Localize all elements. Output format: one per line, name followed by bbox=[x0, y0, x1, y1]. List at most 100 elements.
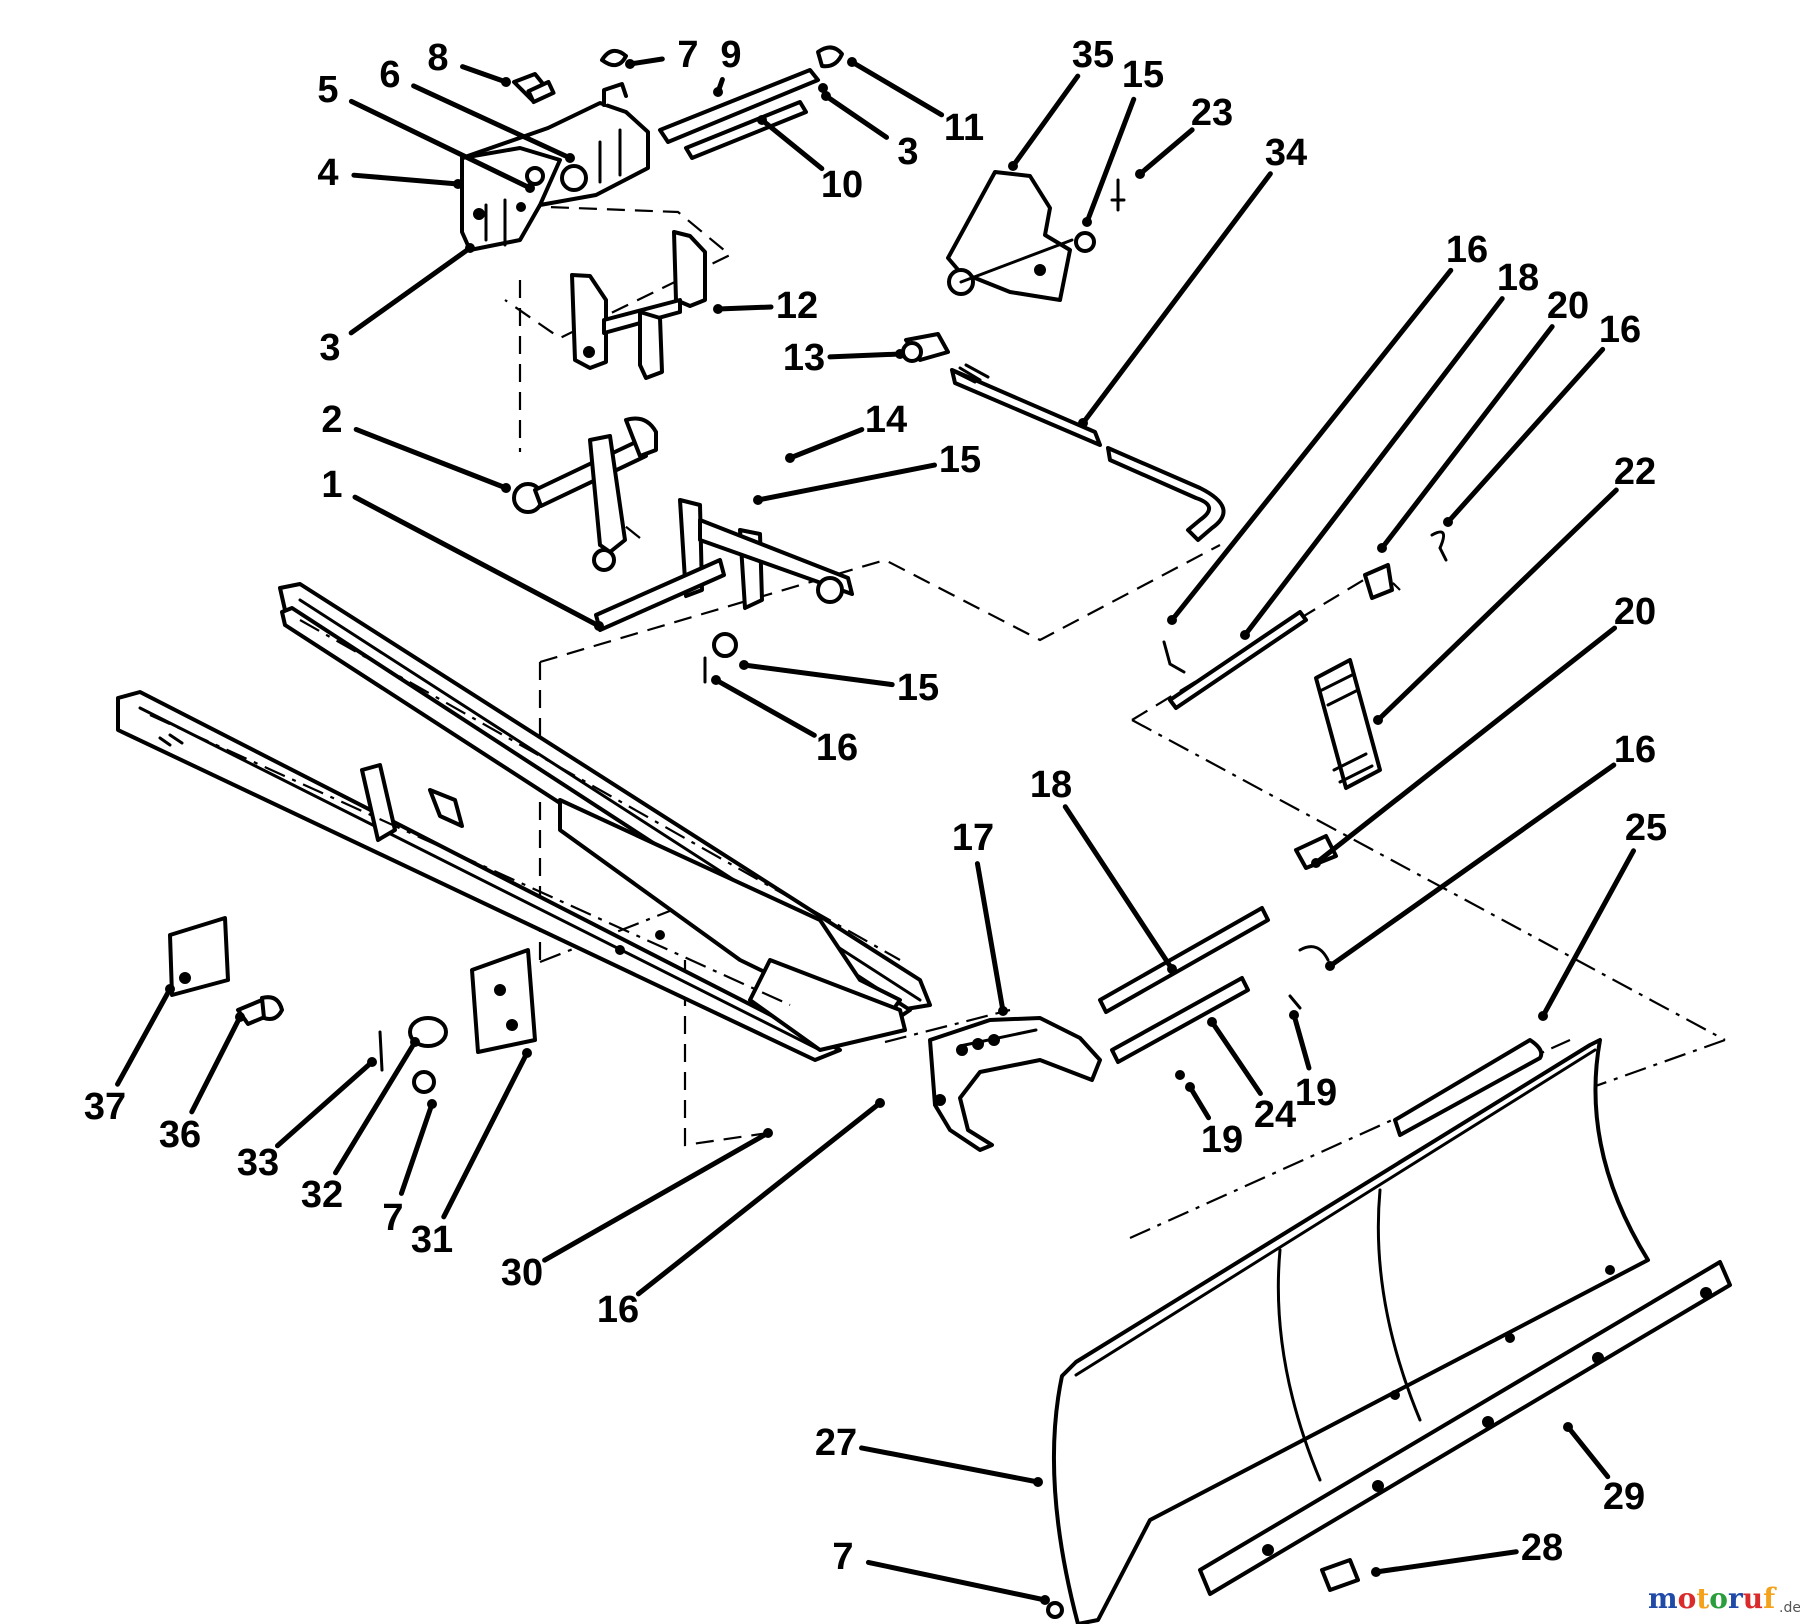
leader-dot bbox=[1538, 1011, 1548, 1021]
callout-9: 9 bbox=[713, 34, 742, 97]
mount-axle bbox=[512, 416, 854, 684]
leader-line bbox=[353, 426, 509, 491]
callout-16: 16 bbox=[1325, 729, 1656, 971]
callout-label: 9 bbox=[720, 34, 741, 76]
leader-line bbox=[348, 98, 533, 191]
leader-dot bbox=[235, 1012, 245, 1022]
callout-7: 7 bbox=[832, 1536, 1050, 1605]
leader-dot bbox=[739, 660, 749, 670]
callout-7: 7 bbox=[625, 34, 699, 76]
callout-5: 5 bbox=[317, 69, 535, 193]
leader-dot bbox=[625, 59, 635, 69]
leader-line bbox=[352, 494, 602, 629]
leader-dot bbox=[427, 1099, 437, 1109]
callout-label: 13 bbox=[783, 337, 825, 379]
callout-label: 22 bbox=[1614, 451, 1656, 493]
callout-label: 37 bbox=[84, 1086, 126, 1128]
callout-30: 30 bbox=[501, 1128, 773, 1294]
leader-line bbox=[1080, 171, 1273, 426]
leader-line bbox=[1169, 267, 1454, 623]
leader-dot bbox=[165, 984, 175, 994]
callout-label: 7 bbox=[832, 1536, 853, 1578]
callout-34: 34 bbox=[1078, 132, 1307, 428]
callout-19: 19 bbox=[1185, 1082, 1243, 1161]
callout-3: 3 bbox=[821, 91, 919, 173]
callout-18: 18 bbox=[1030, 764, 1177, 974]
callout-6: 6 bbox=[379, 54, 575, 163]
leader-line bbox=[351, 172, 461, 187]
leader-dot bbox=[757, 115, 767, 125]
callout-15: 15 bbox=[1082, 54, 1164, 227]
callout-2: 2 bbox=[321, 399, 511, 493]
lift-rod bbox=[901, 332, 1226, 542]
leader-dot bbox=[501, 483, 511, 493]
callout-label: 1 bbox=[321, 464, 342, 506]
callout-label: 7 bbox=[382, 1197, 403, 1239]
callout-label: 18 bbox=[1030, 764, 1072, 806]
callout-35: 35 bbox=[1008, 34, 1114, 171]
leader-line bbox=[115, 986, 173, 1087]
callout-label: 10 bbox=[821, 164, 863, 206]
callout-11: 11 bbox=[847, 57, 984, 149]
callout-label: 35 bbox=[1072, 34, 1114, 76]
leader-dot bbox=[875, 1098, 885, 1108]
callout-label: 23 bbox=[1191, 92, 1233, 134]
callout-label: 36 bbox=[159, 1114, 201, 1156]
leader-dot bbox=[847, 57, 857, 67]
leader-line bbox=[1327, 762, 1617, 969]
callout-label: 6 bbox=[379, 54, 400, 96]
leader-line bbox=[1565, 1424, 1611, 1480]
leader-dot bbox=[1563, 1422, 1573, 1432]
callout-label: 33 bbox=[237, 1142, 279, 1184]
callout-label: 15 bbox=[939, 439, 981, 481]
leader-dot bbox=[525, 183, 535, 193]
callout-16: 16 bbox=[1167, 229, 1488, 625]
leader-line bbox=[715, 304, 774, 312]
callout-label: 2 bbox=[321, 399, 342, 441]
leader-line bbox=[849, 59, 945, 118]
leader-line bbox=[274, 1059, 375, 1149]
leader-line bbox=[974, 861, 1006, 1014]
leader-dot bbox=[713, 87, 723, 97]
callout-12: 12 bbox=[713, 285, 818, 327]
callout-24: 24 bbox=[1207, 1017, 1296, 1136]
leader-line bbox=[1445, 346, 1606, 525]
callout-32: 32 bbox=[301, 1037, 420, 1216]
callout-label: 28 bbox=[1521, 1527, 1563, 1569]
leader-line bbox=[1540, 848, 1637, 1019]
callout-label: 12 bbox=[776, 285, 818, 327]
callout-label: 16 bbox=[816, 727, 858, 769]
leader-line bbox=[1209, 1019, 1263, 1096]
callout-16: 16 bbox=[597, 1098, 885, 1331]
callout-label: 31 bbox=[411, 1219, 453, 1261]
callout-31: 31 bbox=[411, 1048, 532, 1261]
callout-label: 20 bbox=[1614, 591, 1656, 633]
leader-line bbox=[627, 56, 665, 67]
leader-dot bbox=[1207, 1017, 1217, 1027]
callout-label: 16 bbox=[597, 1289, 639, 1331]
callout-4: 4 bbox=[317, 152, 463, 194]
lower-left-hardware bbox=[168, 916, 537, 1094]
leader-line bbox=[1084, 96, 1137, 225]
leader-line bbox=[460, 64, 509, 85]
leader-dot bbox=[1289, 1010, 1299, 1020]
callout-label: 25 bbox=[1625, 807, 1667, 849]
leader-dot bbox=[1167, 964, 1177, 974]
leader-dot bbox=[785, 453, 795, 463]
callout-25: 25 bbox=[1538, 807, 1667, 1021]
callout-36: 36 bbox=[159, 1012, 245, 1156]
callout-15: 15 bbox=[739, 660, 939, 709]
top-fasteners bbox=[512, 45, 844, 160]
leader-line bbox=[827, 351, 903, 360]
callout-label: 16 bbox=[1599, 309, 1641, 351]
callout-label: 24 bbox=[1254, 1094, 1296, 1136]
callout-label: 19 bbox=[1201, 1119, 1243, 1161]
leader-dot bbox=[367, 1057, 377, 1067]
leader-dot bbox=[895, 349, 905, 359]
leader-line bbox=[348, 245, 473, 336]
callout-37: 37 bbox=[84, 984, 175, 1128]
leader-dot bbox=[1240, 630, 1250, 640]
callout-17: 17 bbox=[952, 817, 1008, 1016]
leader-dot bbox=[565, 153, 575, 163]
callout-28: 28 bbox=[1371, 1527, 1563, 1577]
